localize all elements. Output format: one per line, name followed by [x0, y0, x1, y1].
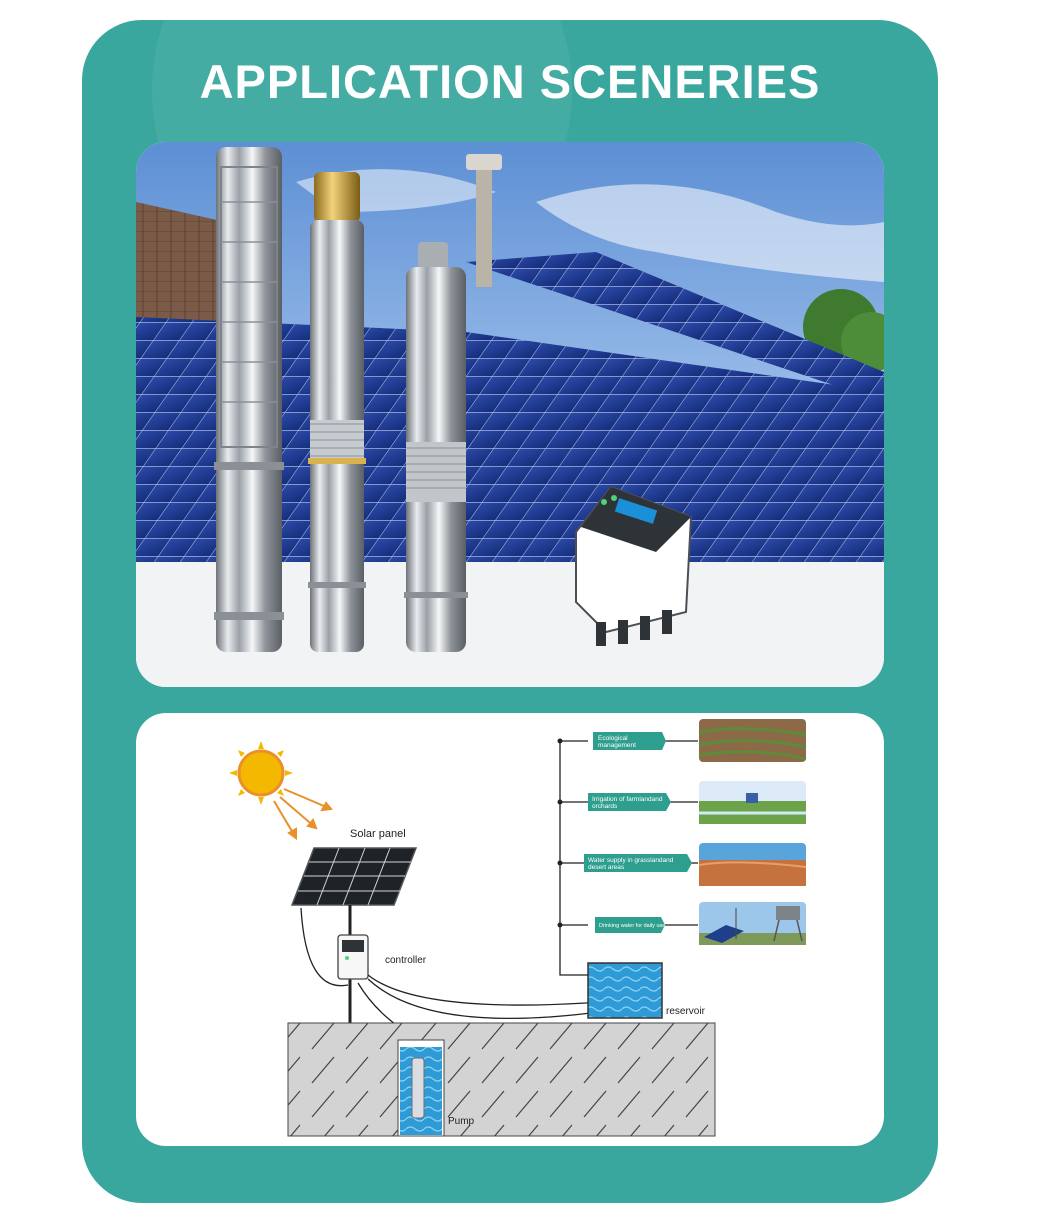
scene-desert [698, 843, 807, 886]
app-label-drinking-water: Drinking water for daily use [595, 917, 665, 933]
stainless-submersible-pump [214, 147, 284, 652]
pump-label: Pump [448, 1116, 475, 1127]
scene-farmland-irrigation [699, 781, 806, 824]
svg-text:orchards: orchards [592, 803, 618, 810]
reservoir-label: reservoir [666, 1006, 706, 1017]
svg-text:Ecological: Ecological [598, 735, 628, 742]
compact-submersible-pump [404, 242, 468, 652]
system-diagram: Solar panel controller [229, 719, 807, 1137]
svg-text:Irrigation of farmlandand: Irrigation of farmlandand [592, 796, 663, 803]
product-photo [136, 142, 884, 687]
svg-text:Drinking water for daily use: Drinking water for daily use [599, 923, 665, 929]
ground [287, 1022, 716, 1137]
application-card: APPLICATION SCENERIES [82, 20, 938, 1203]
brass-head-submersible-pump [308, 172, 366, 652]
scene-water-tower [699, 902, 806, 945]
svg-text:desert areas: desert areas [588, 864, 625, 871]
scene-terraced-field [698, 719, 807, 762]
app-label-irrigation: Irrigation of farmlandand orchards [588, 793, 671, 811]
svg-text:management: management [598, 742, 636, 749]
controller-box [337, 934, 369, 980]
reservoir-tank [587, 962, 663, 1019]
svg-text:Water supply in grasslandand: Water supply in grasslandand [588, 857, 674, 864]
app-label-water-supply: Water supply in grasslandand desert area… [584, 854, 692, 872]
pump-controller [575, 485, 693, 646]
pump-icon [411, 1057, 425, 1119]
chimney [476, 167, 492, 287]
product-photo-panel [136, 142, 884, 687]
distribution-lines [559, 740, 698, 976]
system-diagram-panel: Solar panel controller [136, 713, 884, 1146]
app-label-ecological: Ecological management [593, 732, 666, 750]
sun-icon [229, 741, 293, 805]
solar-panel-label: Solar panel [350, 828, 406, 840]
sun-rays [273, 788, 333, 840]
controller-label: controller [385, 955, 427, 966]
page-title: APPLICATION SCENERIES [199, 55, 821, 108]
